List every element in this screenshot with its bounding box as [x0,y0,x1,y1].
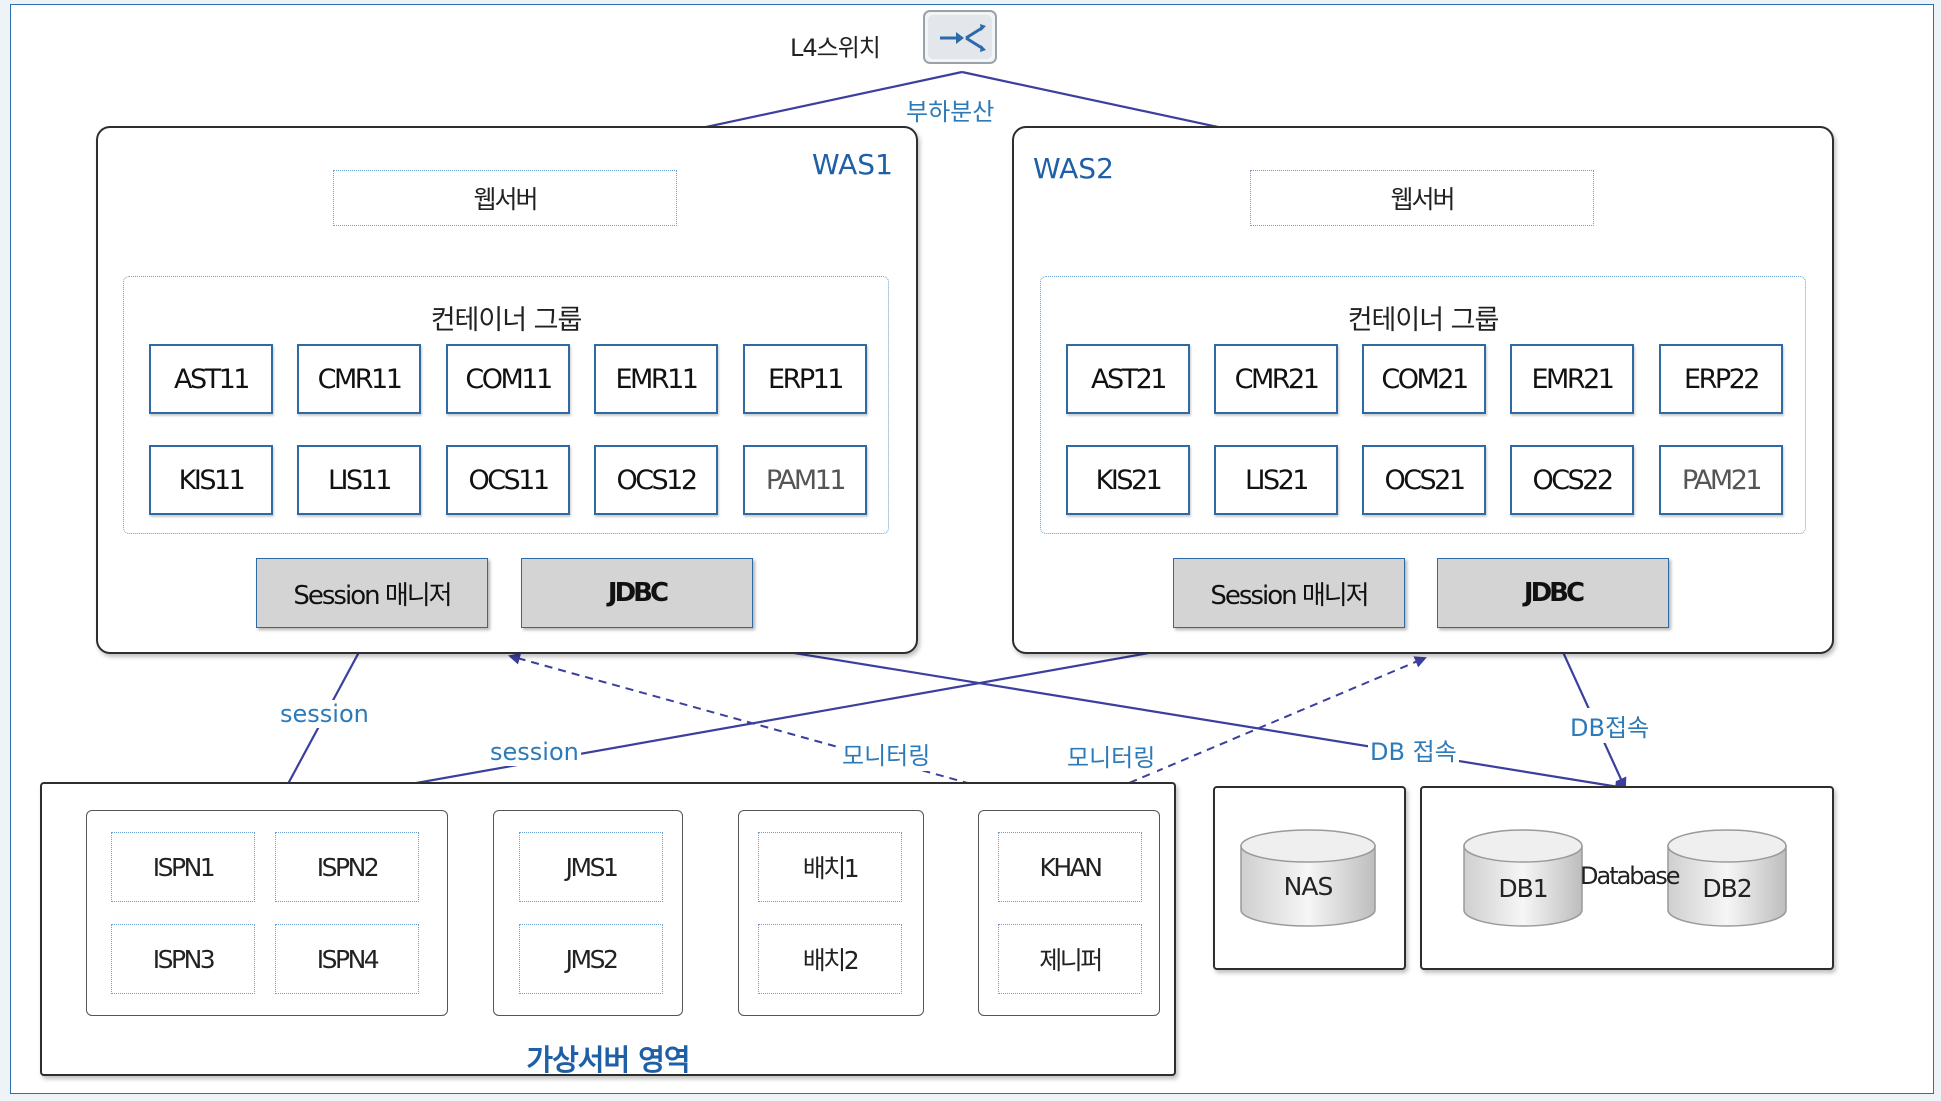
container-ocs21: OCS21 [1362,445,1486,515]
container-ocs22: OCS22 [1510,445,1634,515]
container-ocs12: OCS12 [594,445,718,515]
db1-cylinder-icon [1458,826,1588,936]
was1-webserver: 웹서버 [333,170,677,226]
khan-node: KHAN [998,832,1142,902]
jennifer-node: 제니퍼 [998,924,1142,994]
was2-jdbc: JDBC [1437,558,1669,628]
load-balance-label: 부하분산 [906,98,995,126]
monitoring-label-1: 모니터링 [840,736,933,771]
was2-container-group [1040,276,1806,534]
db2-label: DB2 [1702,874,1752,903]
container-cmr11: CMR11 [297,344,421,414]
db2-cylinder-icon [1662,826,1792,936]
monitoring-label-2: 모니터링 [1065,738,1158,773]
ispn2-node: ISPN2 [275,832,419,902]
container-cmr21: CMR21 [1214,344,1338,414]
container-erp11: ERP11 [743,344,867,414]
ispn3-node: ISPN3 [111,924,255,994]
container-emr11: EMR11 [594,344,718,414]
ispn1-node: ISPN1 [111,832,255,902]
was1-session-manager: Session 매니저 [256,558,488,628]
container-erp22: ERP22 [1659,344,1783,414]
batch1-node: 배치1 [758,832,902,902]
batch-group [738,810,924,1016]
database-label: Database [1580,862,1681,890]
container-ast11: AST11 [149,344,273,414]
db-access-label-1: DB 접속 [1368,732,1459,767]
ispn-group [86,810,448,1016]
nas-cylinder-icon [1233,826,1383,936]
session-label-2: session [488,738,581,766]
container-emr21: EMR21 [1510,344,1634,414]
was2-webserver: 웹서버 [1250,170,1594,226]
jms2-node: JMS2 [519,924,663,994]
was1-group-title: 컨테이너 그룹 [430,305,583,336]
batch2-node: 배치2 [758,924,902,994]
session-label-1: session [278,700,371,728]
was2-session-manager: Session 매니저 [1173,558,1405,628]
was1-jdbc: JDBC [521,558,753,628]
l4-switch-label: L4스위치 [790,34,881,62]
container-com21: COM21 [1362,344,1486,414]
jms-group [493,810,683,1016]
container-kis11: KIS11 [149,445,273,515]
virtual-server-area-title: 가상서버 영역 [526,1043,690,1077]
container-pam11: PAM11 [743,445,867,515]
container-com11: COM11 [446,344,570,414]
db-access-label-2: DB접속 [1568,708,1652,743]
ispn4-node: ISPN4 [275,924,419,994]
container-kis21: KIS21 [1066,445,1190,515]
was2-group-title: 컨테이너 그룹 [1347,305,1500,336]
was1-title: WAS1 [812,148,893,181]
container-ocs11: OCS11 [446,445,570,515]
container-ast21: AST21 [1066,344,1190,414]
container-pam21: PAM21 [1659,445,1783,515]
monitoring-group [978,810,1160,1016]
container-lis11: LIS11 [297,445,421,515]
jms1-node: JMS1 [519,832,663,902]
was1-container-group [123,276,889,534]
db1-label: DB1 [1498,874,1548,903]
container-lis21: LIS21 [1214,445,1338,515]
nas-label: NAS [1283,872,1334,901]
was2-title: WAS2 [1033,152,1114,185]
l4-switch-icon [920,8,1000,66]
